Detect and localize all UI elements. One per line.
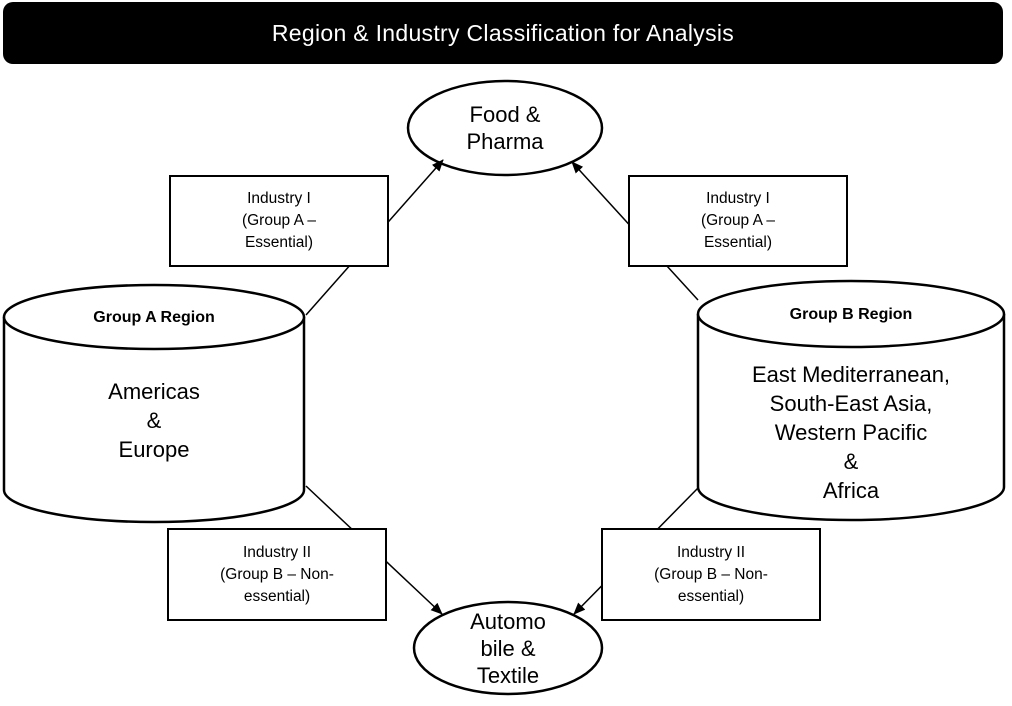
auto-textile-ellipse [412,600,604,696]
diagram-title: Region & Industry Classification for Ana… [3,2,1003,64]
group-b-regions: East Mediterranean, South-East Asia, Wes… [751,361,951,503]
group-a-regions: Americas & Europe [108,378,200,462]
group-a-cylinder [2,283,306,524]
industry-2-label-left: Industry II (Group B – Non- essential) [167,528,387,621]
industry-1-label-right: Industry I (Group A – Essential) [628,175,848,267]
food-pharma-ellipse [406,79,604,177]
industry-1-label-left: Industry I (Group A – Essential) [169,175,389,267]
industry-2-label-right: Industry II (Group B – Non- essential) [601,528,821,621]
auto-textile-label: Automo bile & Textile [470,608,546,688]
group-a-title: Group A Region [93,309,215,326]
group-b-cylinder [696,279,1006,522]
group-b-title: Group B Region [789,306,913,323]
food-pharma-label: Food & Pharma [466,102,544,154]
